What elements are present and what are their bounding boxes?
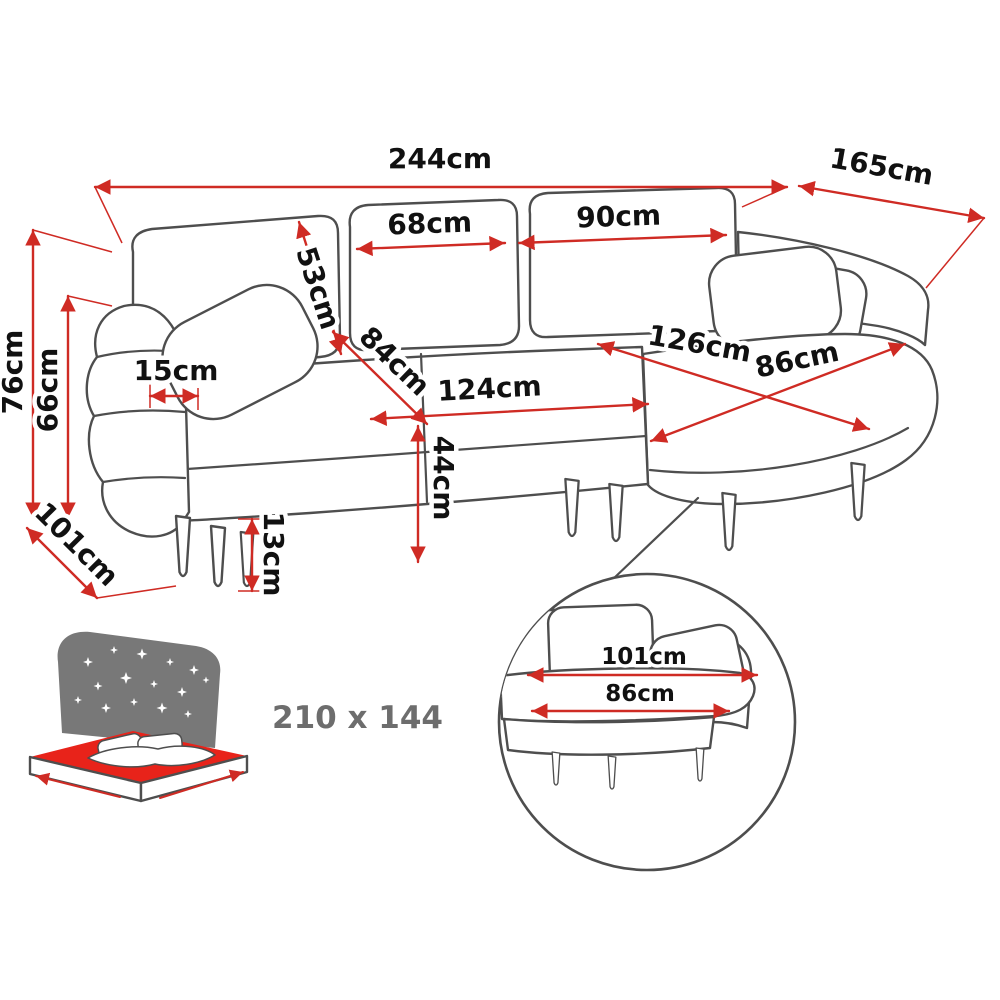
dim-extension-line (32, 229, 113, 253)
label-bed-size: 210 x 144 (272, 700, 443, 736)
label-inset-chaise-depth: 101cm (601, 644, 687, 670)
dim-cushion-large-line (517, 227, 728, 251)
dim-total-depth-line (797, 180, 986, 224)
label-leg-height: 13cm (257, 512, 290, 597)
inset-base (502, 715, 716, 756)
label-arm-width: 15cm (134, 354, 219, 387)
label-seat-width: 124cm (437, 369, 543, 407)
bed-blanket (87, 745, 216, 768)
label-seat-height: 44cm (427, 436, 460, 521)
bed-length-arrow (159, 769, 244, 799)
label-height: 76cm (0, 330, 29, 415)
bed-inset: 210 x 144 (28, 631, 443, 803)
dim-extension-line (94, 186, 123, 244)
label-arm-height: 66cm (31, 348, 64, 433)
dim-extension-line (741, 186, 788, 208)
dim-chaise-width-line (649, 342, 907, 443)
label-back-cushion-width-small: 68cm (387, 206, 473, 242)
dim-extension-line (96, 585, 177, 599)
sofa-leg (608, 482, 624, 543)
armrest-tuft-line (92, 409, 187, 418)
chaise-detail-inset: 101cm 86cm (497, 572, 797, 872)
sofa-leg (564, 477, 580, 538)
sofa-leg (721, 491, 737, 552)
inset-leg (551, 751, 561, 786)
label-back-cushion-width-large: 90cm (576, 199, 662, 235)
sofa-leg (209, 524, 227, 588)
label-total-depth: 165cm (827, 141, 935, 192)
inset-leg (607, 755, 617, 790)
label-total-width: 244cm (388, 142, 492, 175)
armrest-tuft-line (101, 476, 187, 484)
dim-extension-line (925, 217, 985, 289)
dim-extension-line (67, 295, 113, 307)
bed-base-front-right (139, 754, 249, 803)
dim-side-depth-line (25, 526, 99, 600)
label-inset-seat-depth: 86cm (605, 681, 675, 707)
inset-leg (695, 747, 705, 782)
sofa-leg (174, 514, 192, 578)
bed-headboard (57, 631, 221, 748)
dimension-lines (25, 179, 986, 600)
inset-pointer-line (610, 496, 700, 582)
dim-cushion-small-line (355, 235, 507, 257)
bed-width-arrow (35, 772, 121, 798)
sofa-leg (850, 461, 866, 522)
